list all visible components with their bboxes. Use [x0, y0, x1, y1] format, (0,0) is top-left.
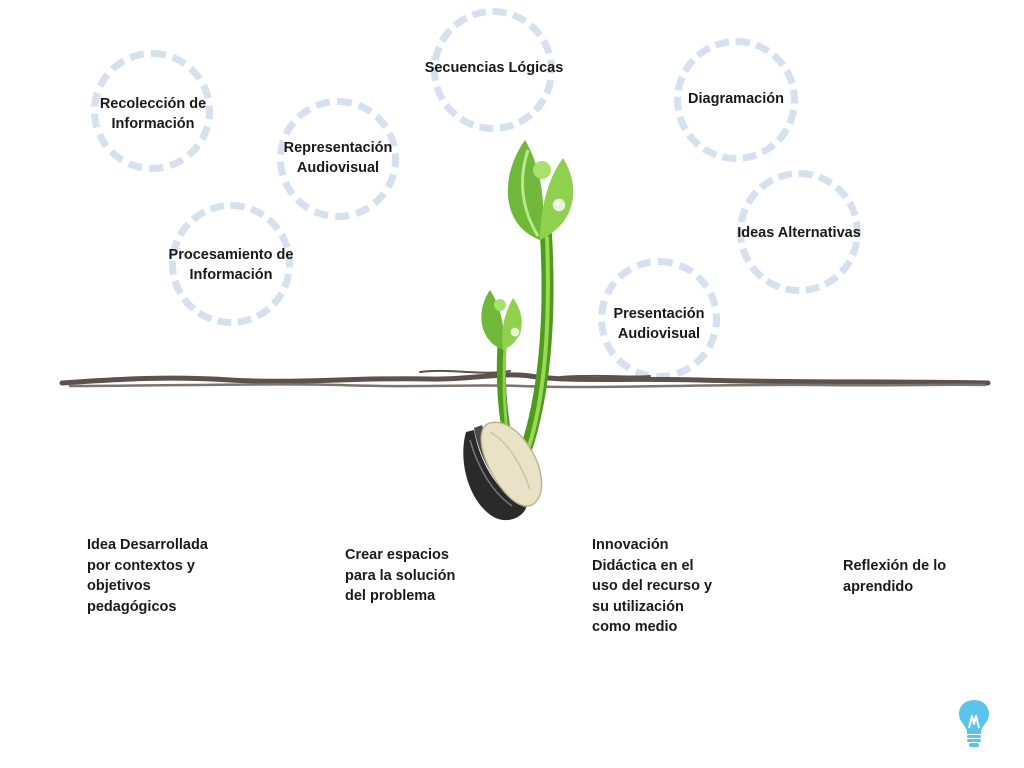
circle-representacion [277, 98, 399, 220]
label-recoleccion: Recolección de Información [99, 96, 207, 132]
circle-recoleccion [91, 50, 213, 172]
circle-secuencias [431, 8, 555, 132]
label-ideas-alternativas: Ideas Alternativas [737, 225, 861, 241]
label-representacion: Representación Audiovisual [278, 138, 398, 178]
stage-reflexion: Reflexión de lo aprendido [843, 558, 947, 595]
stage-crear: Crear espacios para la solución del prob… [345, 547, 456, 604]
circle-diagramacion [674, 38, 798, 162]
circle-presentacion [598, 258, 720, 380]
label-presentacion: Presentación Audiovisual [613, 306, 705, 342]
label-secuencias: Secuencias Lógicas [424, 60, 564, 76]
label-procesamiento: Procesamiento de Información [168, 247, 294, 283]
stage-idea: Idea Desarrollada por contextos y objeti… [87, 537, 208, 615]
circle-procesamiento [169, 202, 293, 326]
stage-innovacion: Innovación Didáctica en el uso del recur… [592, 537, 713, 635]
label-representacion-text: Representación Audiovisual [283, 140, 393, 176]
lightbulb-icon [959, 700, 989, 747]
label-diagramacion: Diagramación [688, 91, 784, 107]
circle-ideas-alternativas [737, 170, 861, 294]
